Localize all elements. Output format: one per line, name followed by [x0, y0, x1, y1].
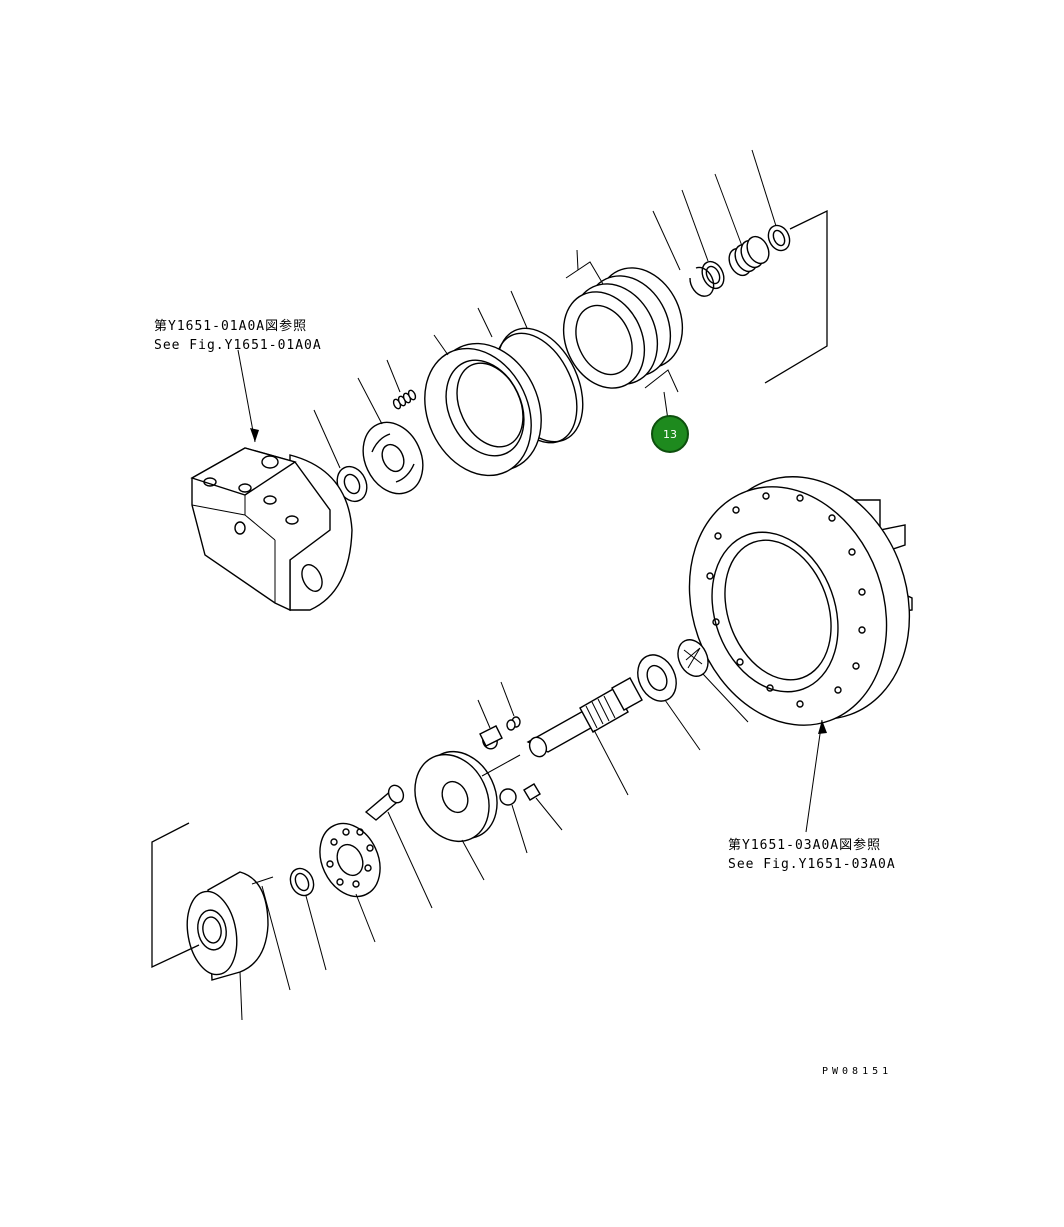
- drive-shaft-part: [526, 677, 643, 796]
- final-drive-housing-part: [688, 476, 913, 833]
- swash-plate-part: [414, 750, 521, 881]
- bracket-left-bottom: [151, 822, 200, 969]
- motor-housing-part: [190, 349, 353, 612]
- clutch-plates-part: [562, 249, 684, 421]
- bearing-top-part: [313, 409, 368, 503]
- reference-en-text: See Fig.Y1651-01A0A: [154, 338, 322, 353]
- drawing-code: PW08151: [822, 1066, 893, 1077]
- bearing-mid-part: [637, 654, 701, 751]
- snap-ring-part: [652, 210, 715, 297]
- ring-part: [681, 189, 725, 290]
- bracket-right-top: [764, 209, 828, 384]
- reference-jp-text: 第Y1651-03A0A図参照: [728, 838, 882, 853]
- collar-part: [289, 867, 327, 971]
- pin-set-part: [477, 681, 521, 750]
- small-spring-part: [386, 359, 417, 410]
- spring-part: [714, 173, 770, 277]
- piston-part: [424, 307, 542, 477]
- reference-note-top: 第Y1651-01A0A図参照 See Fig.Y1651-01A0A: [154, 317, 322, 355]
- retainer-plate-part: [319, 822, 381, 943]
- washer-part: [751, 149, 791, 252]
- bearing-right-part: [677, 639, 749, 723]
- bolt-holes: [706, 492, 866, 708]
- reference-en-text: See Fig.Y1651-03A0A: [728, 857, 896, 872]
- small-pin-part: [523, 783, 563, 831]
- ball-part: [499, 788, 528, 854]
- cylinder-block-part: [186, 871, 291, 1021]
- reference-jp-text: 第Y1651-01A0A図参照: [154, 319, 308, 334]
- valve-plate-part: [357, 377, 424, 495]
- piston-rod-part: [364, 784, 433, 909]
- reference-note-bottom: 第Y1651-03A0A図参照 See Fig.Y1651-03A0A: [728, 836, 896, 874]
- part-callout-13[interactable]: 13: [651, 415, 689, 453]
